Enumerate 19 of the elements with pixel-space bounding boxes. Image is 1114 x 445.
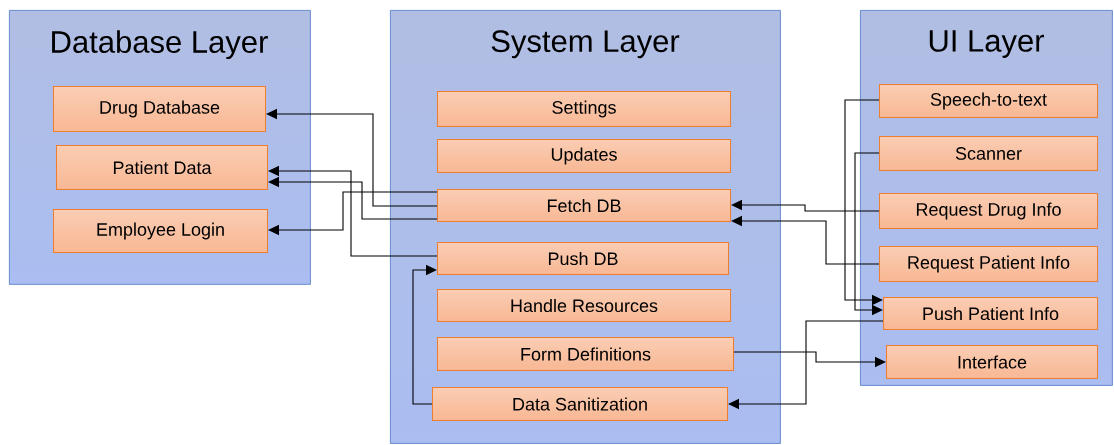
process-box: Push DB xyxy=(437,242,729,275)
arrow xyxy=(412,264,437,405)
arrow xyxy=(268,191,438,236)
process-box: Form Definitions xyxy=(437,337,734,371)
arrow xyxy=(728,320,884,410)
process-box: Settings xyxy=(437,91,731,127)
process-box: Interface xyxy=(886,345,1098,379)
process-box: Speech-to-text xyxy=(879,84,1098,118)
process-box: Scanner xyxy=(879,136,1098,171)
process-box: Updates xyxy=(437,139,731,173)
process-box: Request Patient Info xyxy=(879,246,1098,282)
process-box: Employee Login xyxy=(53,209,268,253)
process-box: Handle Resources xyxy=(437,289,731,322)
process-box: Patient Data xyxy=(56,145,268,190)
process-box: Data Sanitization xyxy=(432,387,728,421)
process-box: Drug Database xyxy=(53,86,266,132)
process-box: Push Patient Info xyxy=(883,297,1098,330)
process-box: Request Drug Info xyxy=(879,193,1098,229)
process-box: Fetch DB xyxy=(437,189,731,222)
